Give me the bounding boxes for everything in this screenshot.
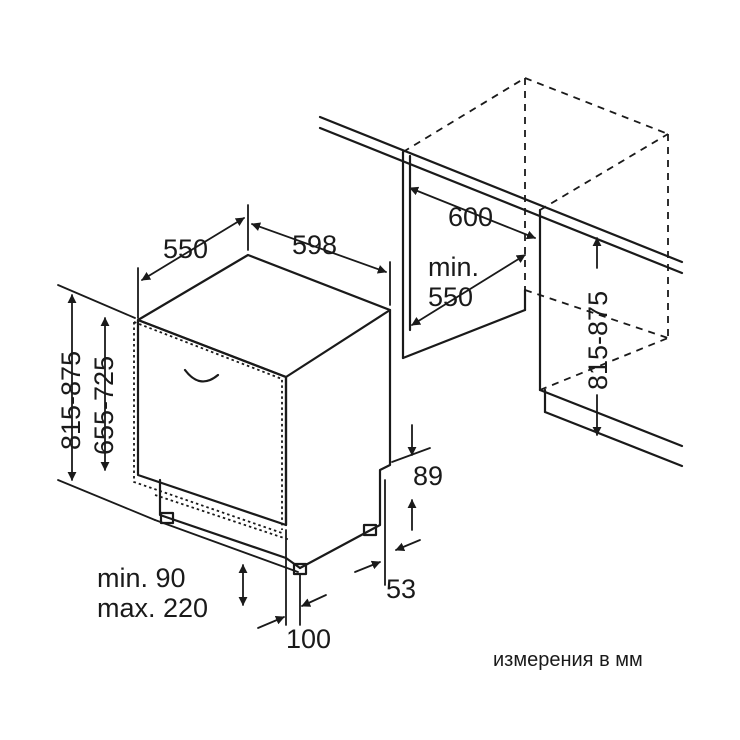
label-niche-depth-line2: 550 xyxy=(428,282,473,312)
label-niche-depth-line1: min. xyxy=(428,252,479,282)
dim-100-arrow-left xyxy=(257,616,285,629)
dishwasher-top xyxy=(136,253,392,379)
door-outline-dotted-2 xyxy=(133,322,283,534)
dishwasher-plinth xyxy=(158,478,302,570)
ext-toe-line xyxy=(154,519,299,573)
foot-rear-right xyxy=(362,523,378,537)
countertop-bottom-edge xyxy=(318,126,684,275)
ext-815-bottom xyxy=(57,479,156,521)
label-plinth-recess: 53 xyxy=(386,574,416,604)
label-toe-min: min. 90 xyxy=(97,563,186,593)
dim-line-width xyxy=(251,222,387,274)
dim-line-niche-width xyxy=(409,186,536,240)
countertop-top-edge xyxy=(318,115,684,264)
foot-front-left xyxy=(159,511,175,525)
cabinet-right-floor-1 xyxy=(538,388,684,448)
label-niche-height-range: 815-875 xyxy=(583,291,613,390)
door-outline-dotted-3 xyxy=(154,494,291,541)
label-height-range: 815-875 xyxy=(56,351,86,450)
dishwasher-body xyxy=(133,253,392,576)
dimension-labels: 550 598 815-875 655-725 600 min. 550 815… xyxy=(56,202,643,671)
dim-line-depth xyxy=(141,217,245,281)
ext-815-top xyxy=(57,284,136,319)
dim-100-arrow-right xyxy=(301,594,327,607)
label-niche-width: 600 xyxy=(448,202,493,232)
label-toe-depth: 100 xyxy=(286,624,331,654)
dim-line-niche-depth xyxy=(411,254,526,326)
niche-dash-5 xyxy=(539,133,669,211)
label-width: 598 xyxy=(292,230,337,260)
dimension-lines xyxy=(57,186,602,629)
door-outline-dotted-1 xyxy=(133,321,283,530)
niche-dash-1 xyxy=(402,77,526,153)
cabinet-right-floor-2 xyxy=(543,410,684,468)
cabinet-left-floor xyxy=(401,308,527,360)
label-toe-max: max. 220 xyxy=(97,593,208,623)
label-plinth-height: 89 xyxy=(413,461,443,491)
dishwasher-side xyxy=(298,308,392,570)
dim-53-arrow-right xyxy=(395,539,421,552)
label-door-height-range: 655-725 xyxy=(89,356,119,455)
niche-dash-7 xyxy=(539,337,669,391)
cabinet-niche xyxy=(318,77,684,468)
door-handle xyxy=(183,368,220,383)
niche-dash-2 xyxy=(524,77,669,135)
ext-89-top xyxy=(391,447,431,463)
foot-front-right xyxy=(292,562,308,576)
dim-53-arrow-left xyxy=(354,560,381,573)
units-note: измерения в мм xyxy=(493,649,643,671)
label-depth: 550 xyxy=(163,234,208,264)
